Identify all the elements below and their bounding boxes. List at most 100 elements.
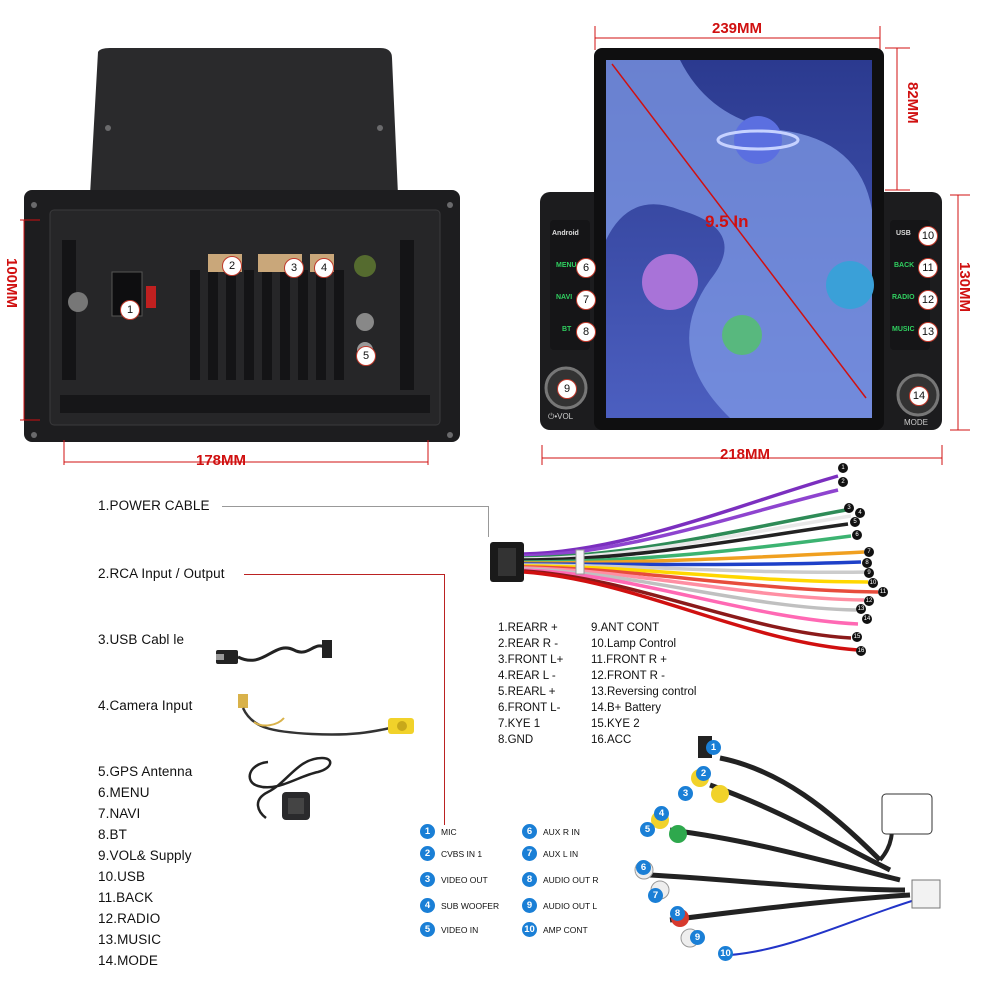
gps-antenna-illustration	[248, 756, 332, 820]
radio-button[interactable]: RADIO 12	[890, 284, 940, 316]
music-marker: 13	[918, 322, 938, 342]
usb-button-label: USB	[896, 230, 911, 237]
camera-cable-illustration	[238, 694, 414, 736]
bt-marker: 8	[576, 322, 596, 342]
power-harness-illustration	[490, 474, 879, 652]
back-marker-3: 3	[284, 258, 304, 278]
menu-button-label: MENU	[556, 262, 577, 269]
pin-item: 6.FRONT L-	[498, 702, 561, 714]
rca-label: 2.RCA Input / Output	[98, 566, 225, 581]
pin-item: 8.GND	[498, 734, 534, 746]
rca-plug-7: 7	[648, 888, 663, 903]
feature-item: 13.MUSIC	[98, 932, 162, 947]
pin-item: 4.REAR L -	[498, 670, 556, 682]
back-button-label: BACK	[894, 262, 915, 269]
vol-knob-marker[interactable]: 9	[557, 379, 577, 399]
back-marker-5: 5	[356, 346, 376, 366]
pin-item: 1.REARR +	[498, 622, 558, 634]
side-height-dimension: 130MM	[956, 262, 973, 313]
wire-number-15: 15	[852, 632, 862, 642]
wire-number-8: 8	[862, 558, 872, 568]
front-right-buttons: USB 10 BACK 11 RADIO 12 MUSIC 13	[890, 220, 940, 348]
mode-knob-label: MODE	[904, 418, 928, 427]
rca-plug-4: 4	[654, 806, 669, 821]
rca-plug-10: 10	[718, 946, 733, 961]
wire-number-7: 7	[864, 547, 874, 557]
rca-plug-6: 6	[636, 860, 651, 875]
rca-cable-illustration	[634, 736, 941, 956]
feature-item: 7.NAVI	[98, 806, 141, 821]
rca-plug-2: 2	[696, 766, 711, 781]
rca-plug-8: 8	[670, 906, 685, 921]
wire-number-6: 6	[852, 530, 862, 540]
rca-plug-5: 5	[640, 822, 655, 837]
back-marker: 11	[918, 258, 938, 278]
usb-button[interactable]: USB 10	[890, 220, 940, 252]
navi-button[interactable]: NAVI 7	[550, 284, 596, 316]
back-marker-4: 4	[314, 258, 334, 278]
screen-diagonal-dimension: 9.5 In	[705, 212, 749, 231]
bt-button[interactable]: BT 8	[550, 316, 596, 348]
android-button-label: Android	[552, 230, 579, 237]
rca-plug-1: 1	[706, 740, 721, 755]
wire-number-16: 16	[856, 646, 866, 656]
power-cable-label: 1.POWER CABLE	[98, 498, 210, 513]
wire-number-3: 3	[844, 503, 854, 513]
back-marker-2: 2	[222, 256, 242, 276]
usb-cable-illustration	[216, 640, 332, 664]
front-bottom-width-dimension: 218MM	[720, 446, 771, 463]
vol-knob-label: ⏻•VOL	[548, 412, 574, 421]
pin-item: 13.Reversing control	[591, 686, 697, 698]
menu-button[interactable]: MENU 6	[550, 252, 596, 284]
menu-marker: 6	[576, 258, 596, 278]
pin-item: 11.FRONT R +	[591, 654, 667, 666]
front-top-width-dimension: 239MM	[712, 20, 763, 37]
pinout-right: 9.ANT CONT 10.Lamp Control 11.FRONT R + …	[591, 620, 696, 748]
wire-number-11: 11	[878, 587, 888, 597]
feature-item: 12.RADIO	[98, 911, 161, 926]
wire-number-1: 1	[838, 463, 848, 473]
feature-item: 8.BT	[98, 827, 127, 842]
wire-number-13: 13	[856, 604, 866, 614]
feature-item: 6.MENU	[98, 785, 150, 800]
front-unit-illustration	[540, 26, 970, 465]
pin-item: 10.Lamp Control	[591, 638, 677, 650]
pin-item: 5.REARL +	[498, 686, 556, 698]
mode-knob-marker[interactable]: 14	[909, 386, 929, 406]
android-button[interactable]: Android	[550, 220, 590, 252]
wire-number-14: 14	[862, 614, 872, 624]
back-height-dimension: 100MM	[3, 258, 20, 309]
wire-number-4: 4	[855, 508, 865, 518]
pin-item: 15.KYE 2	[591, 718, 640, 730]
music-button[interactable]: MUSIC 13	[890, 316, 940, 348]
navi-marker: 7	[576, 290, 596, 310]
back-width-dimension: 178MM	[196, 452, 247, 469]
rca-plug-3: 3	[678, 786, 693, 801]
pin-item: 7.KYE 1	[498, 718, 541, 730]
pin-item: 9.ANT CONT	[591, 622, 660, 634]
radio-marker: 12	[918, 290, 938, 310]
wire-number-2: 2	[838, 477, 848, 487]
power-cable-leader	[222, 506, 489, 537]
pin-item: 12.FRONT R -	[591, 670, 665, 682]
feature-item: 11.BACK	[98, 890, 154, 905]
wire-number-9: 9	[864, 568, 874, 578]
pin-item: 3.FRONT L+	[498, 654, 564, 666]
pin-item: 14.B+ Battery	[591, 702, 661, 714]
rca-leader	[244, 574, 445, 825]
rca-plug-9: 9	[690, 930, 705, 945]
feature-item: 5.GPS Antenna	[98, 764, 193, 779]
feature-item: 9.VOL& Supply	[98, 848, 192, 863]
back-button[interactable]: BACK 11	[890, 252, 940, 284]
back-marker-1: 1	[120, 300, 140, 320]
